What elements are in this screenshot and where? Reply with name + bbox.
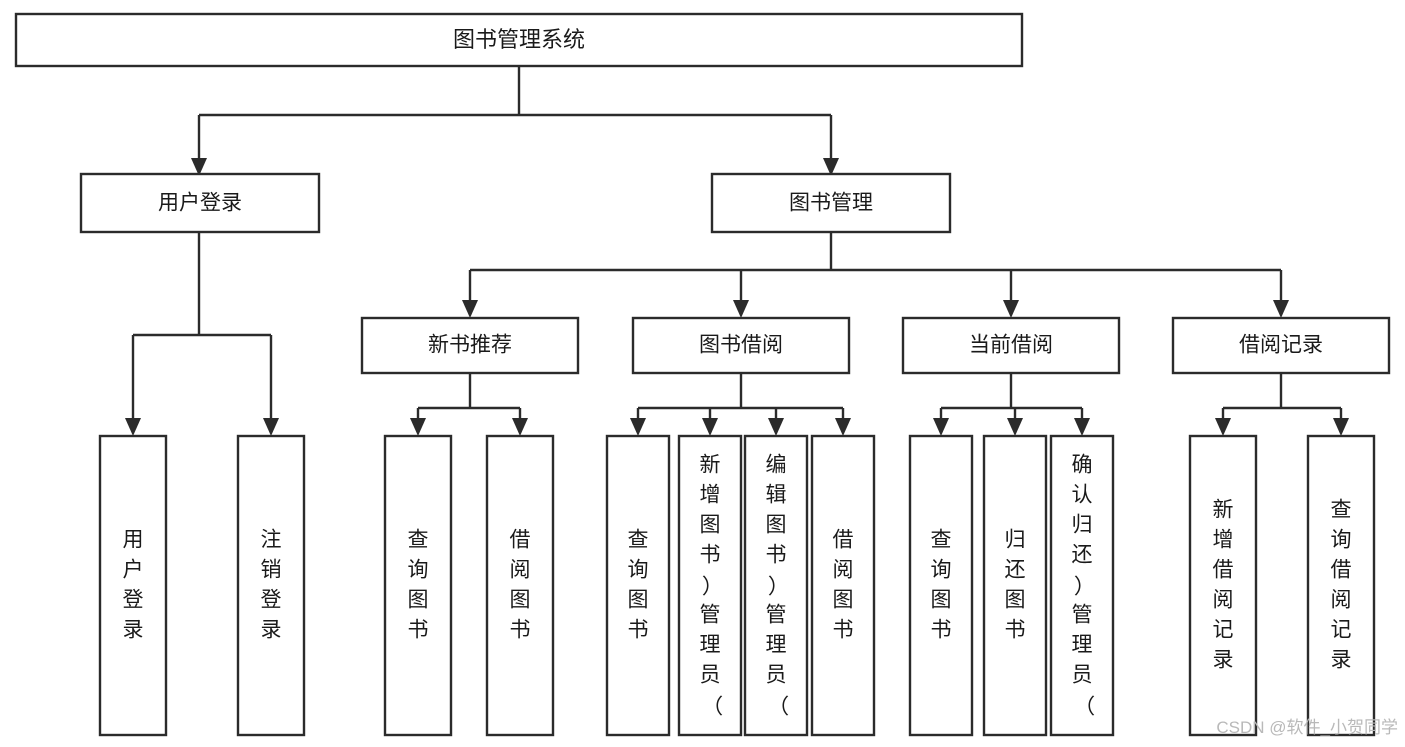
node-book-manage-box[interactable] [710,172,952,234]
leaf-node-label: 查询借阅记录 [1331,498,1352,671]
leaf-label-bracket-glyph: ︵ [699,575,722,596]
arrow-head-icon [462,300,478,318]
node-new-book-rec-box[interactable] [360,316,580,375]
arrow-head-icon [1215,418,1231,436]
leaf-node-leaf-query-borrow-record[interactable]: 查询借阅记录 [1306,434,1376,737]
leaf-node-label: 查询图书 [931,528,952,641]
leaf-node-box[interactable] [677,434,743,737]
leaf-label-bracket-glyph: ︶ [699,695,722,716]
arrow-head-icon [1333,418,1349,436]
node-root-label: 图书管理系统 [453,27,585,52]
node-user-login-label: 用户登录 [158,192,242,215]
leaf-node-box[interactable] [743,434,809,737]
arrow-head-icon [263,418,279,436]
leaf-node-leaf-borrow-book-borrow[interactable]: 借阅图书 [810,434,876,737]
node-borrow-record[interactable]: 借阅记录 [1171,316,1391,375]
leaf-node-label: 注销登录 [261,528,282,641]
node-user-login-box[interactable] [79,172,321,234]
leaf-node-leaf-edit-book-admin[interactable]: ︵ ︶ 编辑图书 管理员 [743,434,809,737]
leaf-label-bracket-glyph: ︶ [1071,695,1094,716]
arrow-head-icon [702,418,718,436]
leaf-node-leaf-query-book-current[interactable]: 查询图书 [908,434,974,737]
leaf-label-bracket-glyph: ︶ [765,695,788,716]
arrow-head-icon [933,418,949,436]
arrow-head-icon [733,300,749,318]
leaf-node-box[interactable] [485,434,555,737]
leaf-node-label: 归还图书 [1005,528,1026,641]
leaf-node-leaf-logout-login[interactable]: 注销登录 [236,434,306,737]
leaf-label-bracket-glyph: ︵ [1071,575,1094,596]
node-borrow-record-box[interactable] [1171,316,1391,375]
arrow-head-icon [835,418,851,436]
arrow-head-icon [512,418,528,436]
node-new-book-rec[interactable]: 新书推荐 [360,316,580,375]
node-book-borrow-label: 图书借阅 [699,334,783,357]
arrow-head-icon [125,418,141,436]
arrow-head-icon [1074,418,1090,436]
watermark-label: CSDN @软件_小贺同学 [1216,718,1398,737]
leaf-node-box[interactable] [383,434,453,737]
node-user-login[interactable]: 用户登录 [79,172,321,234]
leaf-label-bracket-glyph: ︵ [765,575,788,596]
leaf-node-leaf-add-book-admin[interactable]: ︵ ︶ 新增图书 管理员 [677,434,743,737]
node-root-box[interactable] [14,12,1024,68]
leaf-node-layer: 用户登录 注销登录 查询图书 借阅图书 查询图书 ︵ ︶ 新增图书 管理员 ︵ ︶ 编辑图书 管理… [98,434,1376,737]
arrow-head-icon [1273,300,1289,318]
arrow-head-icon [768,418,784,436]
leaf-node-box[interactable] [1306,434,1376,737]
arrow-head-icon [1007,418,1023,436]
leaf-node-box[interactable] [1049,434,1115,737]
leaf-node-box[interactable] [908,434,974,737]
arrow-head-icon [191,158,207,176]
leaf-node-label: 用户登录 [123,528,144,641]
node-book-manage-label: 图书管理 [789,192,873,215]
connector-layer [125,66,1349,436]
node-current-borrow-box[interactable] [901,316,1121,375]
leaf-node-label: 借阅图书 [833,528,854,641]
arrow-head-icon [823,158,839,176]
leaf-node-label: 新增借阅记录 [1213,498,1234,671]
leaf-node-leaf-add-borrow-record[interactable]: 新增借阅记录 [1188,434,1258,737]
leaf-node-label: 编辑图书 管理员 [766,453,787,686]
arrow-head-icon [630,418,646,436]
leaf-node-leaf-confirm-return-admin[interactable]: ︵ ︶ 确认归还 管理员 [1049,434,1115,737]
node-root-book-management-system[interactable]: 图书管理系统 [14,12,1024,68]
node-new-book-rec-label: 新书推荐 [428,334,512,357]
leaf-node-leaf-return-book[interactable]: 归还图书 [982,434,1048,737]
arrow-head-icon [410,418,426,436]
leaf-node-label: 确认归还 管理员 [1072,453,1093,686]
node-book-borrow-box[interactable] [631,316,851,375]
leaf-node-box[interactable] [236,434,306,737]
node-book-borrow[interactable]: 图书借阅 [631,316,851,375]
leaf-node-leaf-query-book-borrow[interactable]: 查询图书 [605,434,671,737]
leaf-node-box[interactable] [982,434,1048,737]
node-borrow-record-label: 借阅记录 [1239,334,1323,357]
leaf-node-leaf-query-book-rec[interactable]: 查询图书 [383,434,453,737]
leaf-node-label: 新增图书 管理员 [700,453,721,686]
node-current-borrow-label: 当前借阅 [969,334,1053,357]
leaf-node-box[interactable] [98,434,168,737]
leaf-node-leaf-user-login[interactable]: 用户登录 [98,434,168,737]
leaf-node-leaf-borrow-book-rec[interactable]: 借阅图书 [485,434,555,737]
node-book-manage[interactable]: 图书管理 [710,172,952,234]
leaf-node-box[interactable] [810,434,876,737]
leaf-node-label: 借阅图书 [510,528,531,641]
leaf-node-label: 查询图书 [628,528,649,641]
leaf-node-box[interactable] [605,434,671,737]
arrow-head-icon [1003,300,1019,318]
leaf-node-label: 查询图书 [408,528,429,641]
node-current-borrow[interactable]: 当前借阅 [901,316,1121,375]
leaf-node-box[interactable] [1188,434,1258,737]
